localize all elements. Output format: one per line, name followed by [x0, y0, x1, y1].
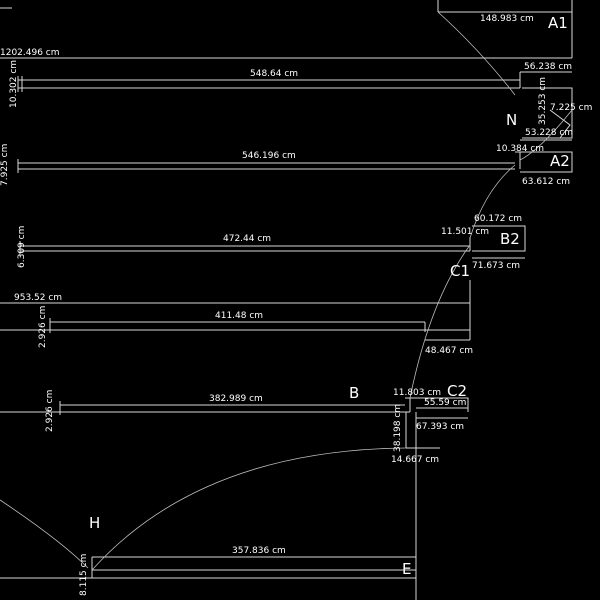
post-38 [405, 412, 440, 600]
beam-357 [0, 556, 416, 579]
dim-357-836: 357.836 cm [232, 546, 286, 556]
beam-472 [19, 237, 471, 255]
arc-a2-b2 [469, 164, 516, 239]
dim-38-198: 38.198 cm [393, 404, 403, 452]
line-953 [0, 280, 471, 340]
dimension-labels: 148.983 cm 1202.496 cm 548.64 cm 56.238 … [0, 14, 592, 596]
geometry [0, 0, 573, 600]
dim-53-228: 53.228 cm [525, 128, 573, 138]
dim-48-467: 48.467 cm [425, 346, 473, 356]
dim-953-52: 953.52 cm [14, 293, 62, 303]
arc-a1-n [437, 11, 516, 96]
box-b2 [472, 225, 526, 259]
label-b: B [349, 384, 359, 402]
dim-2-926-b: 2.926 cm [45, 390, 55, 432]
dim-2-926-a: 2.926 cm [38, 306, 48, 348]
dim-35-253: 35.253 cm [538, 77, 548, 125]
label-b2: B2 [500, 230, 520, 248]
dim-11-803: 11.803 cm [393, 388, 441, 398]
dim-10-384: 10.384 cm [496, 144, 544, 154]
label-c1: C1 [450, 262, 470, 280]
arc-left-h [0, 499, 89, 569]
label-a1: A1 [548, 14, 568, 32]
dim-8-115: 8.115 cm [79, 554, 89, 596]
dim-7-925: 7.925 cm [0, 144, 10, 186]
dim-546-196: 546.196 cm [242, 151, 296, 161]
beam-411 [0, 318, 470, 333]
label-e: E [402, 560, 411, 578]
dim-55-59: 55.59 cm [424, 398, 466, 408]
label-a2: A2 [550, 152, 570, 170]
dim-148-983: 148.983 cm [480, 14, 534, 24]
dim-411-48: 411.48 cm [215, 311, 263, 321]
label-c2: C2 [447, 382, 467, 400]
arc-b2-c2 [409, 244, 471, 399]
dim-63-612: 63.612 cm [522, 177, 570, 187]
arc-c2-h [91, 447, 407, 571]
dim-6-309: 6.309 cm [17, 226, 27, 268]
point-labels: A1 N A2 B2 C1 B C2 H E [89, 14, 570, 578]
line-1202-dim [0, 32, 573, 59]
arc-n-a2 [519, 109, 573, 161]
dim-382-989: 382.989 cm [209, 394, 263, 404]
beam-548 [17, 71, 572, 92]
dim-60-172: 60.172 cm [474, 214, 522, 224]
dim-10-302: 10.302 cm [9, 60, 19, 108]
dim-548-64: 548.64 cm [250, 69, 298, 79]
dim-14-667: 14.667 cm [391, 455, 439, 465]
dim-71-673: 71.673 cm [472, 261, 520, 271]
beam-382 [0, 397, 411, 415]
dim-67-393: 67.393 cm [416, 422, 464, 432]
dim-7-225: 7.225 cm [550, 103, 592, 113]
dim-56-238: 56.238 cm [524, 62, 572, 72]
arcs [0, 11, 573, 571]
beam-546 [17, 151, 521, 173]
box-c2 [410, 397, 469, 419]
label-n: N [506, 111, 517, 129]
line-a1-top [0, 0, 573, 32]
dim-472-44: 472.44 cm [223, 234, 271, 244]
dim-1202-496: 1202.496 cm [0, 48, 60, 58]
dim-11-501: 11.501 cm [441, 227, 489, 237]
label-h: H [89, 514, 100, 532]
